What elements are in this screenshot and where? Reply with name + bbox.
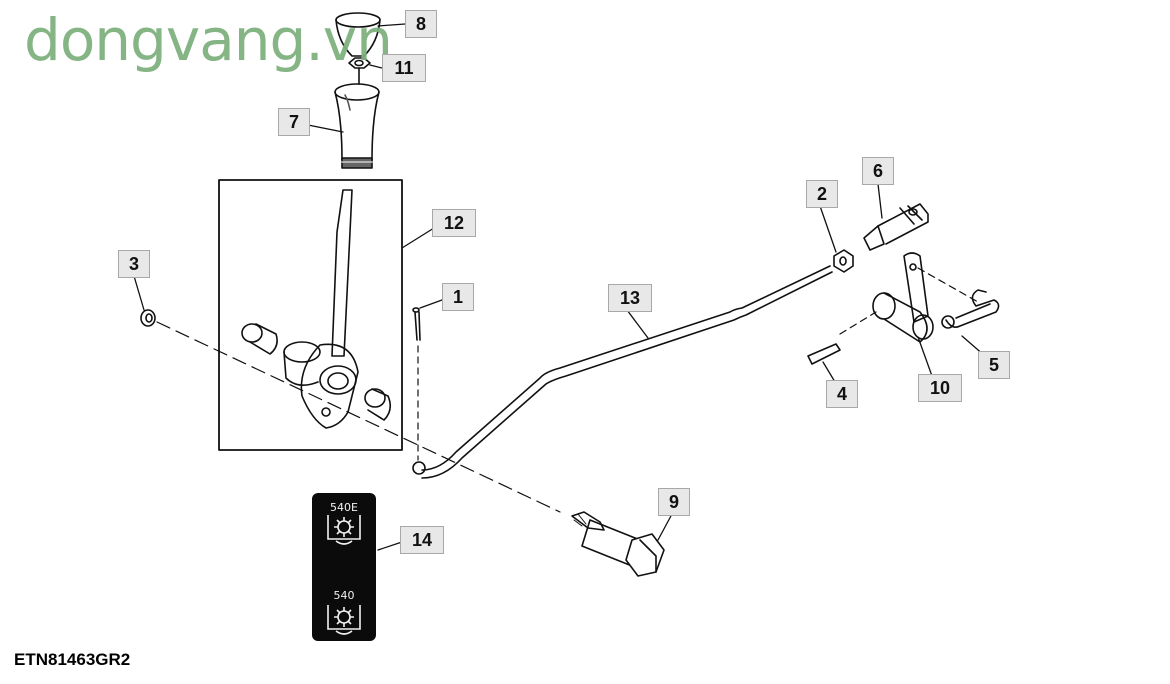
- cotter-pin-part: [412, 307, 421, 461]
- drawing-id: ETN81463GR2: [14, 650, 131, 669]
- decal-bottom-label: 540: [333, 589, 355, 602]
- clevis-part: [863, 203, 929, 251]
- callout-3: 3: [118, 250, 150, 278]
- washer-part: [140, 309, 156, 327]
- knob-cap-part: [335, 12, 381, 57]
- callout-5: 5: [978, 351, 1010, 379]
- callout-12: 12: [432, 209, 476, 237]
- callout-7: 7: [278, 108, 310, 136]
- callout-9: 9: [658, 488, 690, 516]
- callout-10: 10: [918, 374, 962, 402]
- roll-pin-part: [807, 343, 841, 365]
- pto-speed-decal: 540E 540: [312, 493, 376, 641]
- decal-top-label: 540E: [330, 501, 358, 514]
- decal-icons: [327, 515, 361, 635]
- callout-2: 2: [806, 180, 838, 208]
- shift-lever-part: [283, 189, 359, 429]
- callout-14: 14: [400, 526, 444, 554]
- bellcrank-part: [839, 252, 979, 343]
- assembly-axis: [156, 321, 561, 513]
- pto-gear-icon-top: [327, 515, 361, 545]
- callout-13: 13: [608, 284, 652, 312]
- bushing-left-part: [241, 323, 278, 355]
- pto-gear-icon-bottom: [327, 605, 361, 635]
- callout-6: 6: [862, 157, 894, 185]
- shift-rod-part: [412, 265, 833, 479]
- watermark: dongvang.vn: [24, 6, 393, 74]
- callout-1: 1: [442, 283, 474, 311]
- callout-4: 4: [826, 380, 858, 408]
- knob-nut-part: [348, 57, 371, 85]
- bushing-right-part: [364, 388, 392, 421]
- callout-11: 11: [382, 54, 426, 82]
- jam-nut-part: [833, 249, 854, 273]
- lever-assembly-box: [218, 179, 403, 451]
- handle-part: [334, 83, 380, 169]
- callout-8: 8: [405, 10, 437, 38]
- spring-clip-part: [941, 289, 1000, 329]
- shoulder-bolt-part: [571, 511, 665, 577]
